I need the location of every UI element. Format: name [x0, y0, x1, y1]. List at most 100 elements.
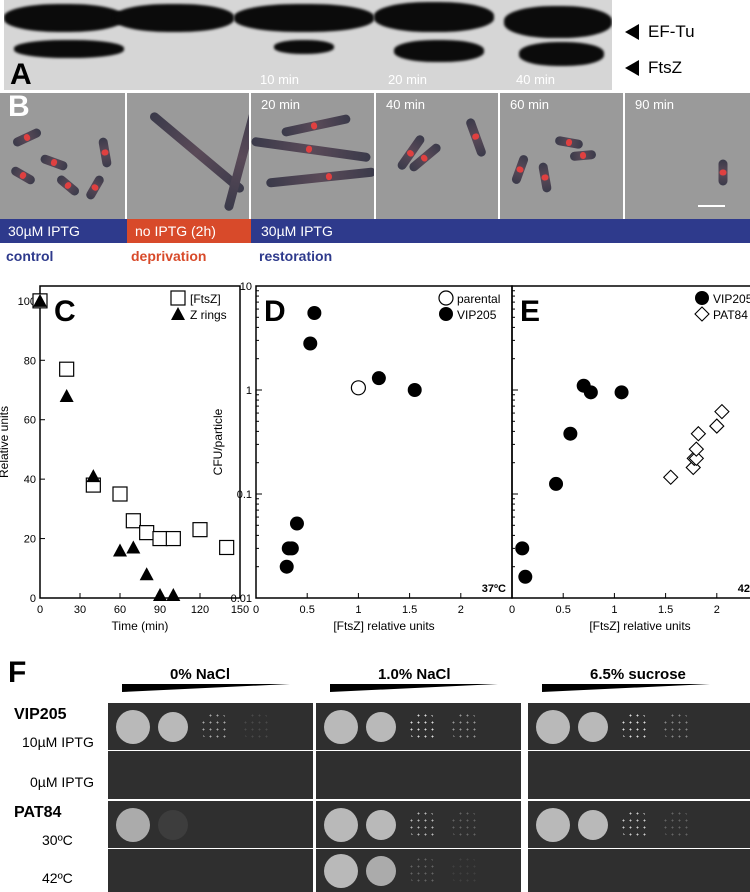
colony-spot [662, 809, 692, 840]
micrograph-time-40: 40 min [386, 97, 426, 112]
plate-r2-c2 [528, 801, 750, 848]
chartE-xtick-label: 0.5 [556, 604, 571, 616]
chartE-legend-marker [694, 306, 710, 322]
chart-c-point-0 [125, 513, 141, 529]
plate-r0-c1 [316, 703, 521, 750]
colony-spot [408, 711, 438, 742]
chart-c-point-0 [192, 522, 208, 538]
chart-c-point-0 [219, 539, 235, 556]
western-blot: 10 min 20 min 40 min [4, 0, 612, 90]
colony-spot [408, 855, 438, 886]
row-label-42c: 42ºC [42, 870, 73, 886]
ftsz-arrow-icon [625, 60, 639, 76]
plate-header-1: 1.0% NaCl [378, 666, 451, 683]
chartE-point-1 [709, 418, 725, 434]
chart-c-legend-marker [170, 290, 186, 306]
panel-letter-c: C [54, 295, 76, 328]
chart-c-xlabel: Time (min) [112, 619, 169, 633]
colony-spot [450, 809, 480, 840]
chart-c-legend-label: Z rings [190, 308, 227, 322]
colony-spot [578, 809, 608, 840]
chart-c-ytick-label: 40 [24, 474, 36, 486]
chart-c-ytick-label: 60 [24, 415, 36, 427]
chartE-point-1 [662, 469, 679, 485]
plate-header-0: 0% NaCl [170, 666, 231, 683]
colony-spot [366, 711, 396, 742]
plate-r3-c0 [108, 849, 313, 892]
chart-c-point-0 [152, 530, 168, 547]
chartD-legend-label: parental [457, 292, 500, 306]
chartD-xtick-label: 0 [253, 604, 259, 616]
ef-tu-arrow-icon [625, 24, 639, 40]
strain-vip205: VIP205 [14, 706, 67, 723]
colony-spot [366, 809, 396, 840]
chart-c-point-1 [153, 588, 167, 602]
chart-c-ylabel: Relative units [0, 406, 11, 478]
chart-e: 00.511.522.5[FtsZ] relative units42ºCEVI… [509, 285, 750, 633]
chart-c-xtick-label: 150 [231, 604, 249, 616]
concentration-wedge-icon [542, 684, 710, 692]
condition-restoration: restoration [259, 248, 333, 264]
chart-c-point-0 [59, 361, 75, 377]
chartD-xtick-label: 0.5 [300, 604, 315, 616]
condition-control: control [6, 248, 54, 264]
chartD-legend-marker [438, 290, 454, 306]
chart-c-xtick-label: 0 [37, 604, 43, 616]
condition-deprivation: deprivation [131, 248, 207, 264]
chartE-legend-marker [695, 291, 709, 305]
chartD-ytick-label: 1 [246, 385, 252, 397]
concentration-wedge-icon [330, 684, 498, 692]
chartE-xlabel: [FtsZ] relative units [589, 619, 690, 633]
plate-r2-c1 [316, 801, 521, 848]
row-label-0um: 0µM IPTG [30, 774, 95, 790]
colony-spot [578, 711, 608, 742]
chart-c-xtick-label: 60 [114, 604, 126, 616]
chart-c-ytick-label: 0 [30, 593, 36, 605]
chartD-point-0 [350, 380, 366, 396]
chartD-ytick-label: 10 [240, 281, 252, 293]
micrograph-90min: 90 min [625, 93, 750, 219]
colony-spot [158, 711, 188, 742]
plate-r3-c1 [316, 849, 521, 892]
micrograph-deprivation [127, 93, 251, 219]
chartD-ytick-label: 0.01 [231, 593, 252, 605]
chartE-point-0 [515, 541, 530, 556]
chartE-xtick-label: 1.5 [658, 604, 673, 616]
chart-c-point-1 [86, 469, 101, 483]
chartE-legend-label: PAT84 [713, 308, 748, 322]
plate-r1-c0 [108, 751, 313, 799]
ftsz-label: FtsZ [648, 58, 682, 77]
chart-c-point-1 [139, 567, 154, 581]
chartE-point-1 [688, 441, 705, 457]
strain-pat84: PAT84 [14, 804, 62, 821]
blot-time-40: 40 min [516, 72, 556, 87]
chartE-xtick-label: 2 [714, 604, 720, 616]
chartE-xtick-label: 1 [611, 604, 617, 616]
blot-time-20: 20 min [388, 72, 428, 87]
chart-c-ytick-label: 20 [24, 534, 36, 546]
chartD-xtick-label: 2 [458, 604, 464, 616]
colony-spot [116, 807, 150, 842]
panel-letter-d: D [264, 295, 286, 328]
colony-spot [620, 809, 650, 840]
chart-c-ytick-label: 80 [24, 355, 36, 367]
colony-spot [536, 709, 570, 744]
treatment-bar-restoration: 30µM IPTG [251, 219, 750, 243]
chartD-xlabel: [FtsZ] relative units [333, 619, 434, 633]
chart-c-point-1 [113, 543, 127, 557]
chartD-temperature: 37ºC [482, 583, 506, 595]
panel-letter-e: E [520, 295, 540, 328]
chart-c-point-1 [126, 540, 141, 554]
chartD-xtick-label: 1 [355, 604, 361, 616]
chart-c-legend-marker [171, 307, 185, 320]
micrograph-40min: 40 min [376, 93, 500, 219]
colony-spot [408, 809, 438, 840]
chartD-point-1 [371, 371, 386, 386]
panel-letter-b: B [8, 90, 30, 123]
chart-c-point-0 [112, 486, 128, 502]
chart-c-xtick-label: 120 [191, 604, 209, 616]
colony-spot [324, 807, 358, 842]
panel-letter-f: F [8, 656, 27, 689]
